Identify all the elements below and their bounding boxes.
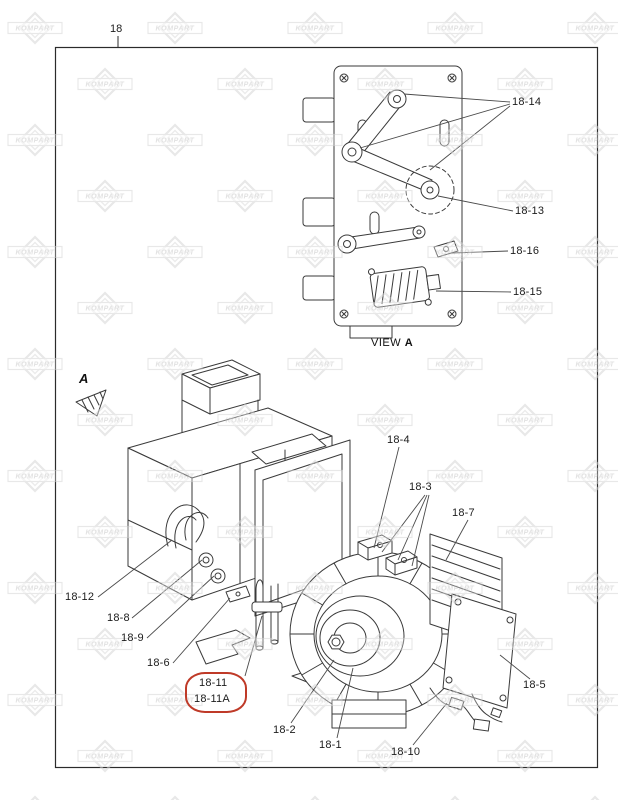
callout-18-11[interactable]: 18-11 [199, 677, 228, 689]
callout-18-2[interactable]: 18-2 [273, 724, 296, 736]
callout-18-9[interactable]: 18-9 [121, 632, 144, 644]
callout-18-16[interactable]: 18-16 [510, 245, 540, 257]
callout-18-11A[interactable]: 18-11A [194, 693, 230, 705]
callout-18-12[interactable]: 18-12 [65, 591, 95, 603]
callout-18-15[interactable]: 18-15 [513, 286, 543, 298]
callout-18-5[interactable]: 18-5 [523, 679, 546, 691]
view-a-caption: VIEW A [371, 337, 413, 349]
callout-18-7[interactable]: 18-7 [452, 507, 475, 519]
callout-18-14[interactable]: 18-14 [512, 96, 542, 108]
view-direction-label: A [79, 371, 89, 386]
figure-number: 18 [110, 23, 123, 35]
view-caption-letter: A [404, 337, 414, 349]
callout-18-4[interactable]: 18-4 [387, 434, 410, 446]
callout-18-6[interactable]: 18-6 [147, 657, 170, 669]
callout-18-3[interactable]: 18-3 [409, 481, 432, 493]
callout-18-13[interactable]: 18-13 [515, 205, 545, 217]
callout-18-8[interactable]: 18-8 [107, 612, 130, 624]
callout-18-10[interactable]: 18-10 [391, 746, 421, 758]
view-caption-prefix: VIEW [371, 337, 402, 349]
highlight-oval [185, 672, 247, 713]
callout-18-1[interactable]: 18-1 [319, 739, 342, 751]
